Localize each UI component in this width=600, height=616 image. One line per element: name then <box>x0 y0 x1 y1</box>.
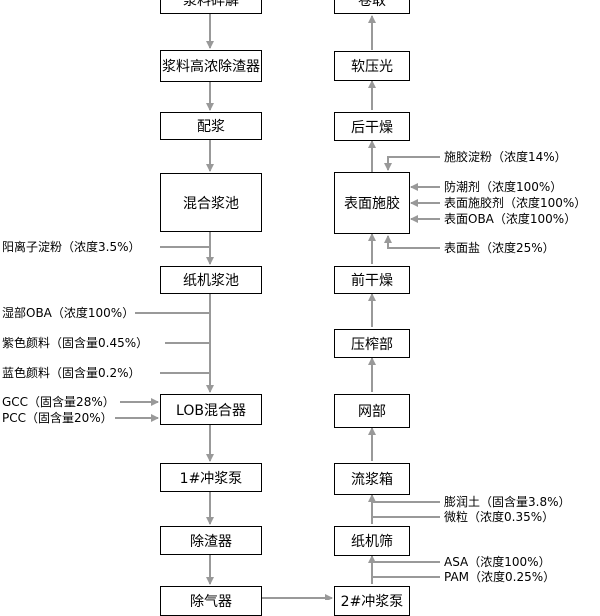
soft-calender-box: 软压光 <box>334 51 410 81</box>
pre-dryer-box: 前干燥 <box>334 266 410 294</box>
deaerator-box: 除气器 <box>160 586 262 616</box>
input-surface-salt <box>384 235 440 249</box>
headbox-box: 流浆箱 <box>334 463 410 495</box>
pam-label: PAM（浓度0.25%） <box>444 570 556 584</box>
blend-chest-box: 混合浆池 <box>160 173 262 232</box>
sizing-starch-label: 施胶淀粉（浓度14%） <box>444 150 567 164</box>
moisture-proof-label: 防潮剂（浓度100%） <box>444 180 563 194</box>
surface-oba-label: 表面OBA（浓度100%） <box>444 212 577 226</box>
violet-dye-label: 紫色颜料（固含量0.45%） <box>2 336 149 350</box>
bentonite-label: 膨润土（固含量3.8%） <box>444 495 571 509</box>
reel-box: 卷取 <box>334 0 410 14</box>
press-box: 压榨部 <box>334 329 410 358</box>
cleaner-box: 除渣器 <box>160 526 262 555</box>
hd-cleaner-box: 浆料高浓除渣器 <box>160 50 262 82</box>
input-sizing-starch <box>384 156 440 171</box>
asa-label: ASA（浓度100%） <box>444 555 551 569</box>
flow-connectors <box>115 14 440 600</box>
after-dryer-box: 后干燥 <box>334 112 410 141</box>
process-flow-diagram: 浆料碎解 浆料高浓除渣器 配浆 混合浆池 纸机浆池 LOB混合器 1#冲浆泵 除… <box>2 0 587 616</box>
surface-salt-label: 表面盐（浓度25%） <box>444 241 555 255</box>
machine-screen-box: 纸机筛 <box>334 526 410 556</box>
refining-box: 配浆 <box>160 112 262 140</box>
cationic-starch-label: 阳离子淀粉（浓度3.5%） <box>2 240 141 254</box>
fan-pump-1-box: 1#冲浆泵 <box>160 463 262 492</box>
machine-chest-box: 纸机浆池 <box>160 266 262 294</box>
fan-pump-2-box: 2#冲浆泵 <box>334 586 410 616</box>
blue-dye-label: 蓝色颜料（固含量0.2%） <box>2 366 141 380</box>
surface-sizing-box: 表面施胶 <box>334 172 410 234</box>
surface-sizing-agent-label: 表面施胶剂（浓度100%） <box>444 196 587 210</box>
lob-mixer-box: LOB混合器 <box>160 394 262 425</box>
pulper-box: 浆料碎解 <box>160 0 262 14</box>
wire-box: 网部 <box>334 394 410 428</box>
microparticle-label: 微粒（浓度0.35%） <box>444 510 555 524</box>
pcc-label: PCC（固含量20%） <box>2 411 113 425</box>
wet-end-oba-label: 湿部OBA（浓度100%） <box>2 306 135 320</box>
gcc-label: GCC（固含量28%） <box>2 395 115 409</box>
